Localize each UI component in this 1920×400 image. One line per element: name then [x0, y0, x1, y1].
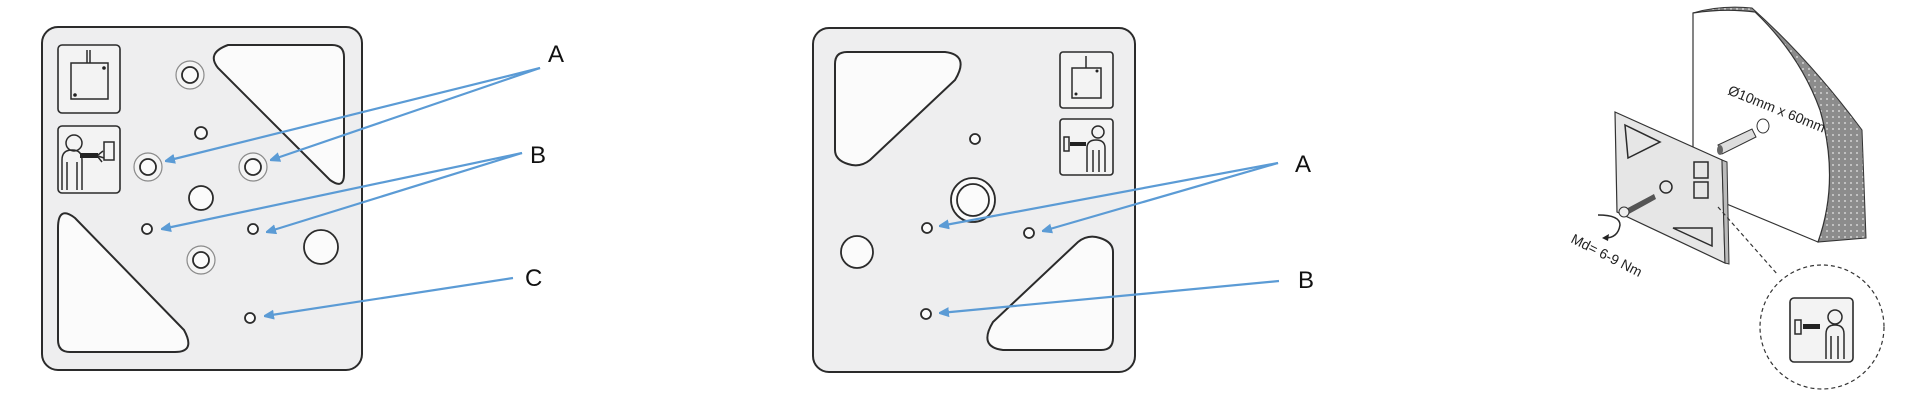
- label-a: A: [548, 41, 564, 68]
- hole-large-right: [303, 229, 339, 265]
- label-b: B: [1298, 267, 1314, 294]
- middle-plate: [812, 27, 1136, 373]
- cutout-top-left: [834, 51, 962, 167]
- hole-large-left: [840, 235, 874, 269]
- hole-a-right: [1023, 227, 1035, 239]
- cutout-top-right: [212, 44, 345, 185]
- arrow-b1: [162, 151, 523, 229]
- hole-c: [244, 312, 256, 324]
- label-a: A: [1295, 151, 1311, 178]
- middle-callouts: A B: [940, 151, 1314, 313]
- hole-center-ring: [950, 177, 996, 223]
- label-b: B: [530, 142, 546, 169]
- wall-anchor: [1717, 118, 1770, 155]
- drill-worker-icon: [1059, 118, 1114, 176]
- arrow-a2: [271, 66, 541, 160]
- hole-small-top: [194, 126, 208, 140]
- left-callouts: A B C: [162, 41, 564, 316]
- hole-b-left: [141, 223, 153, 235]
- box-icon: [1059, 51, 1114, 109]
- hole-a-left: [133, 152, 163, 182]
- arrow-a1: [940, 161, 1279, 226]
- hole-b: [920, 308, 932, 320]
- welder-icon: [57, 125, 121, 194]
- arrow-a2: [1043, 161, 1279, 231]
- hole-small-top: [969, 133, 981, 145]
- cutout-bottom-left: [57, 212, 190, 353]
- cutout-bottom-right: [986, 235, 1114, 351]
- box-icon: [57, 44, 121, 114]
- install-view: Ø10mm x 60mm Md= 6-9 Nm: [1569, 6, 1885, 390]
- arrow-b: [940, 279, 1280, 313]
- drill-worker-icon: [1789, 297, 1854, 363]
- screw: [1624, 194, 1656, 215]
- hole-center: [188, 185, 214, 211]
- arrow-a1: [166, 66, 541, 161]
- hole-ring-top: [175, 60, 205, 90]
- hole-a-left: [921, 222, 933, 234]
- hole-ring-bottom: [186, 245, 216, 275]
- hole-a-right: [238, 152, 268, 182]
- left-plate: [41, 26, 363, 371]
- rotation-arrow-icon: [1597, 214, 1621, 239]
- arrow-c: [265, 276, 514, 316]
- arrow-b2: [267, 151, 523, 232]
- label-c: C: [525, 265, 542, 292]
- hole-b-right: [247, 223, 259, 235]
